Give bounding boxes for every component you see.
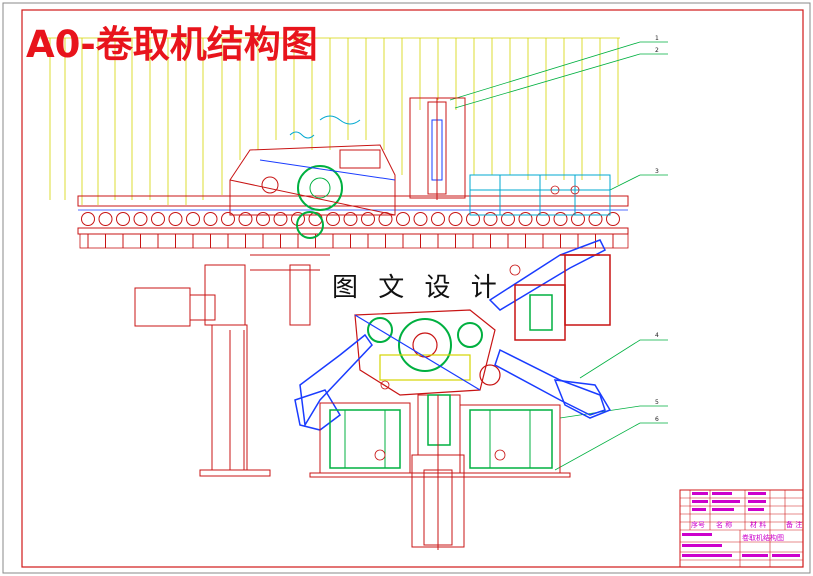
roller (361, 212, 375, 226)
roller (273, 212, 288, 226)
balloon-labels: 1 2 3 4 5 6 (655, 35, 659, 423)
roller (221, 212, 235, 226)
roller (133, 212, 148, 226)
roller (501, 212, 515, 226)
roller (308, 212, 323, 226)
roller (518, 212, 533, 226)
roller (396, 212, 410, 226)
balloon-2: 2 (655, 47, 659, 54)
top-cylinder (409, 97, 466, 200)
drawing-title: A0-卷取机结构图 (26, 23, 318, 66)
title-block: 序号 名 称 材 料 备 注 卷取机结构图 (679, 489, 804, 568)
roller (81, 212, 95, 226)
roller (151, 212, 165, 226)
roller (343, 212, 358, 226)
roller (466, 212, 480, 226)
winding-assembly (354, 309, 501, 396)
roller (553, 212, 568, 226)
roller (588, 212, 603, 226)
balloon-4: 4 (655, 332, 659, 339)
roller (571, 212, 585, 226)
roller (186, 212, 200, 226)
roller (606, 212, 620, 226)
roller (413, 212, 428, 226)
watermark-text: 图 文 设 计 (332, 273, 503, 303)
tb-header-seq: 序号 (691, 520, 705, 529)
tb-header-material: 材 料 (750, 520, 766, 529)
balloon-6: 6 (655, 416, 659, 423)
roller (203, 212, 218, 226)
roller (98, 212, 113, 226)
leader-lines (40, 37, 620, 205)
guide-frame (469, 174, 611, 216)
roller (116, 212, 130, 226)
tb-header-remark: 备 注 (786, 520, 802, 529)
left-stand (134, 254, 330, 477)
watermark-box (322, 267, 484, 305)
roller (256, 212, 270, 226)
roller (536, 212, 550, 226)
balloon-3: 3 (655, 168, 659, 175)
inner-frame (21, 9, 804, 568)
detail-markers (374, 185, 580, 461)
roller (448, 212, 463, 226)
roller (483, 212, 498, 226)
balloon-1: 1 (655, 35, 659, 42)
roller (431, 212, 445, 226)
roller (168, 212, 183, 226)
gear-boxes (309, 402, 571, 478)
roller (326, 212, 340, 226)
balloon-5: 5 (655, 399, 659, 406)
roller-table (77, 195, 629, 249)
pinch-roll-housing (229, 115, 396, 239)
bottom-motor (411, 394, 465, 550)
roller (238, 212, 253, 226)
tb-header-name: 名 称 (716, 520, 732, 529)
tb-drawing-name: 卷取机结构图 (742, 533, 784, 542)
